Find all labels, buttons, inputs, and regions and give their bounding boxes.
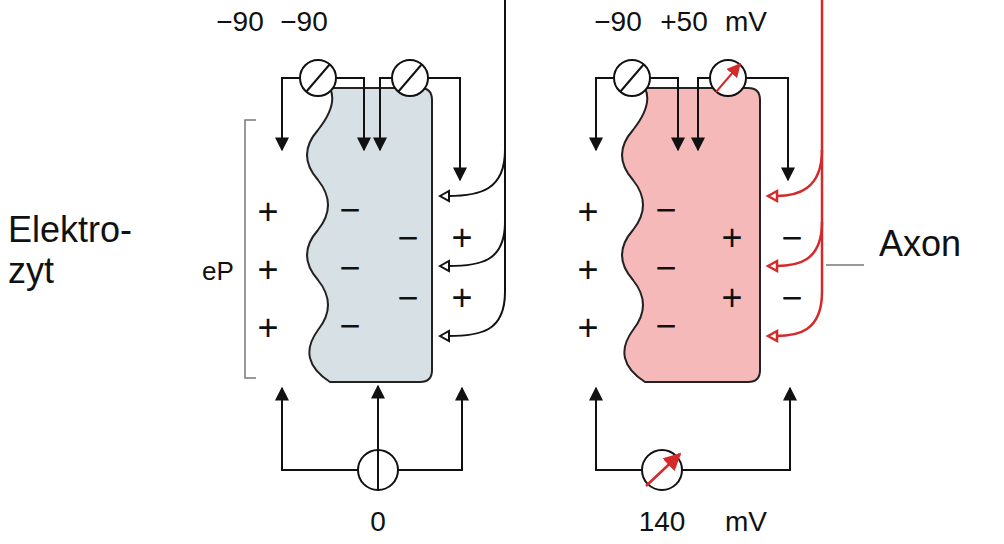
charge-sign: + [577, 249, 598, 290]
voltage-value: −90 [594, 6, 642, 38]
voltage-value: −90 [280, 6, 328, 38]
unit-label: mV [725, 6, 767, 38]
charge-sign: − [781, 217, 802, 258]
charge-sign: − [339, 189, 360, 230]
charge-sign: + [257, 307, 278, 348]
unit-label: mV [725, 506, 767, 538]
charge-sign: + [577, 191, 598, 232]
axon-resting [440, 0, 505, 341]
charge-sign: − [655, 247, 676, 288]
charge-sign: − [781, 277, 802, 318]
voltage-value: 140 [639, 506, 686, 538]
axon-active [768, 0, 822, 341]
charge-sign: + [721, 277, 742, 318]
charge-sign: − [655, 189, 676, 230]
charge-sign: + [721, 217, 742, 258]
bracket [245, 120, 256, 378]
charge-sign: + [577, 307, 598, 348]
charge-sign: − [397, 217, 418, 258]
part-name: Elektro- zyt [8, 209, 158, 292]
charge-sign: + [257, 249, 278, 290]
voltage-value: 0 [370, 506, 386, 538]
voltmeters-active [596, 60, 790, 490]
leader-line [826, 264, 864, 266]
charge-sign: + [257, 191, 278, 232]
charge-sign: + [451, 217, 472, 258]
charge-sign: − [339, 305, 360, 346]
charge-sign: + [451, 277, 472, 318]
part-name: Axon [879, 223, 961, 264]
voltage-value: −90 [216, 6, 264, 38]
charge-sign: − [397, 277, 418, 318]
charge-sign: − [339, 247, 360, 288]
charge-sign: − [655, 305, 676, 346]
electrocyte-resting [307, 88, 432, 382]
voltage-value: +50 [660, 6, 708, 38]
part-name: eP [202, 257, 234, 287]
electrocyte-active [622, 88, 760, 382]
voltmeters-resting [282, 60, 462, 490]
